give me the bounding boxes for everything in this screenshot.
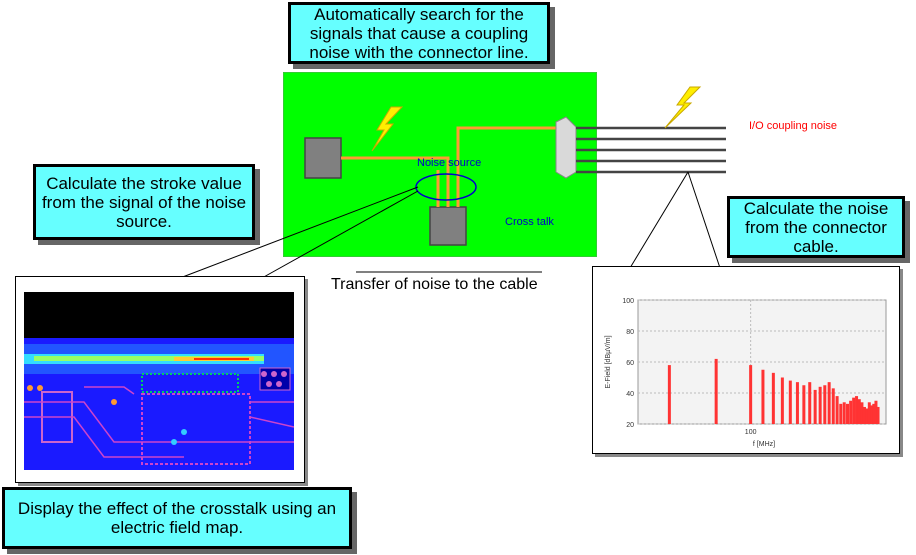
y-tick-label: 80 [626,329,634,336]
spectrum-bar [857,399,861,424]
spectrum-bar [872,403,876,424]
trace-3 [456,126,558,207]
spectrum-bar [867,402,871,424]
spectrum-bar [813,389,817,424]
spectrum-bar [865,408,869,424]
callout-field-map-text: Display the effect of the crosstalk usin… [17,499,337,537]
x-tick-label: 100 [745,429,757,436]
spectrum-bar [852,397,856,424]
y-tick-label: 20 [626,422,634,429]
lightning-icon [371,106,404,152]
x-axis-label: f [MHz] [753,441,775,448]
spectrum-bar [761,369,765,424]
trace-1 [341,156,450,207]
spectrum-bar [855,396,859,424]
spectrum-bar [795,382,799,424]
noise-source-ellipse [415,173,477,201]
spectrum-bar [860,402,864,424]
spectrum-bar [870,405,874,424]
callout-stroke-value-text: Calculate the stroke value from the sign… [41,173,247,231]
spectrum-bar [808,382,812,424]
callout-connector-noise: Calculate the noise from the connector c… [727,196,905,258]
lightning-icon [664,86,702,129]
spectrum-bar [827,382,831,424]
callout-field-map: Display the effect of the crosstalk usin… [2,487,352,549]
spectrum-bar [842,402,846,424]
spectrum-bar [846,403,850,424]
y-tick-label: 100 [622,298,634,305]
cross-talk-label: Cross talk [505,216,554,228]
spectrum-bar [862,406,866,424]
spectrum-bar [835,396,839,424]
spectrum-bar [839,403,843,424]
spectrum-bar [749,365,753,424]
callout-stroke-value: Calculate the stroke value from the sign… [33,164,255,240]
spectrum-bar [874,400,878,424]
electric-field-map [24,292,294,470]
noise-source-label: Noise source [417,157,482,169]
callout-auto-search: Automatically search for the signals tha… [288,2,550,64]
spectrum-chart: 100 80 60 40 20 100 E-Field [dBµV/m] f [MHz] [605,298,887,448]
spectrum-bar [780,377,784,424]
io-coupling-noise-label: I/O coupling noise [749,120,838,132]
spectrum-bar [667,365,671,424]
callout-connector-noise-text: Calculate the noise from the connector c… [743,198,889,256]
y-tick-label: 60 [626,360,634,367]
spectrum-bar [818,386,822,424]
transfer-caption: Transfer of noise to the cable [331,276,538,293]
spectrum-bar [802,385,806,424]
spectrum-bar [771,372,775,424]
spectrum-bar [788,380,792,424]
spectrum-bar [831,388,835,424]
y-tick-label: 40 [626,391,634,398]
left-chip [304,137,342,179]
spectrum-bar [876,406,880,424]
spectrum-bar [823,385,827,424]
y-axis-label: E-Field [dBµV/m] [605,335,612,388]
connector [555,116,577,179]
bottom-chip [429,206,467,246]
spectrum-bar [849,400,853,424]
callout-auto-search-text: Automatically search for the signals tha… [309,4,529,62]
spectrum-bar [714,358,718,424]
